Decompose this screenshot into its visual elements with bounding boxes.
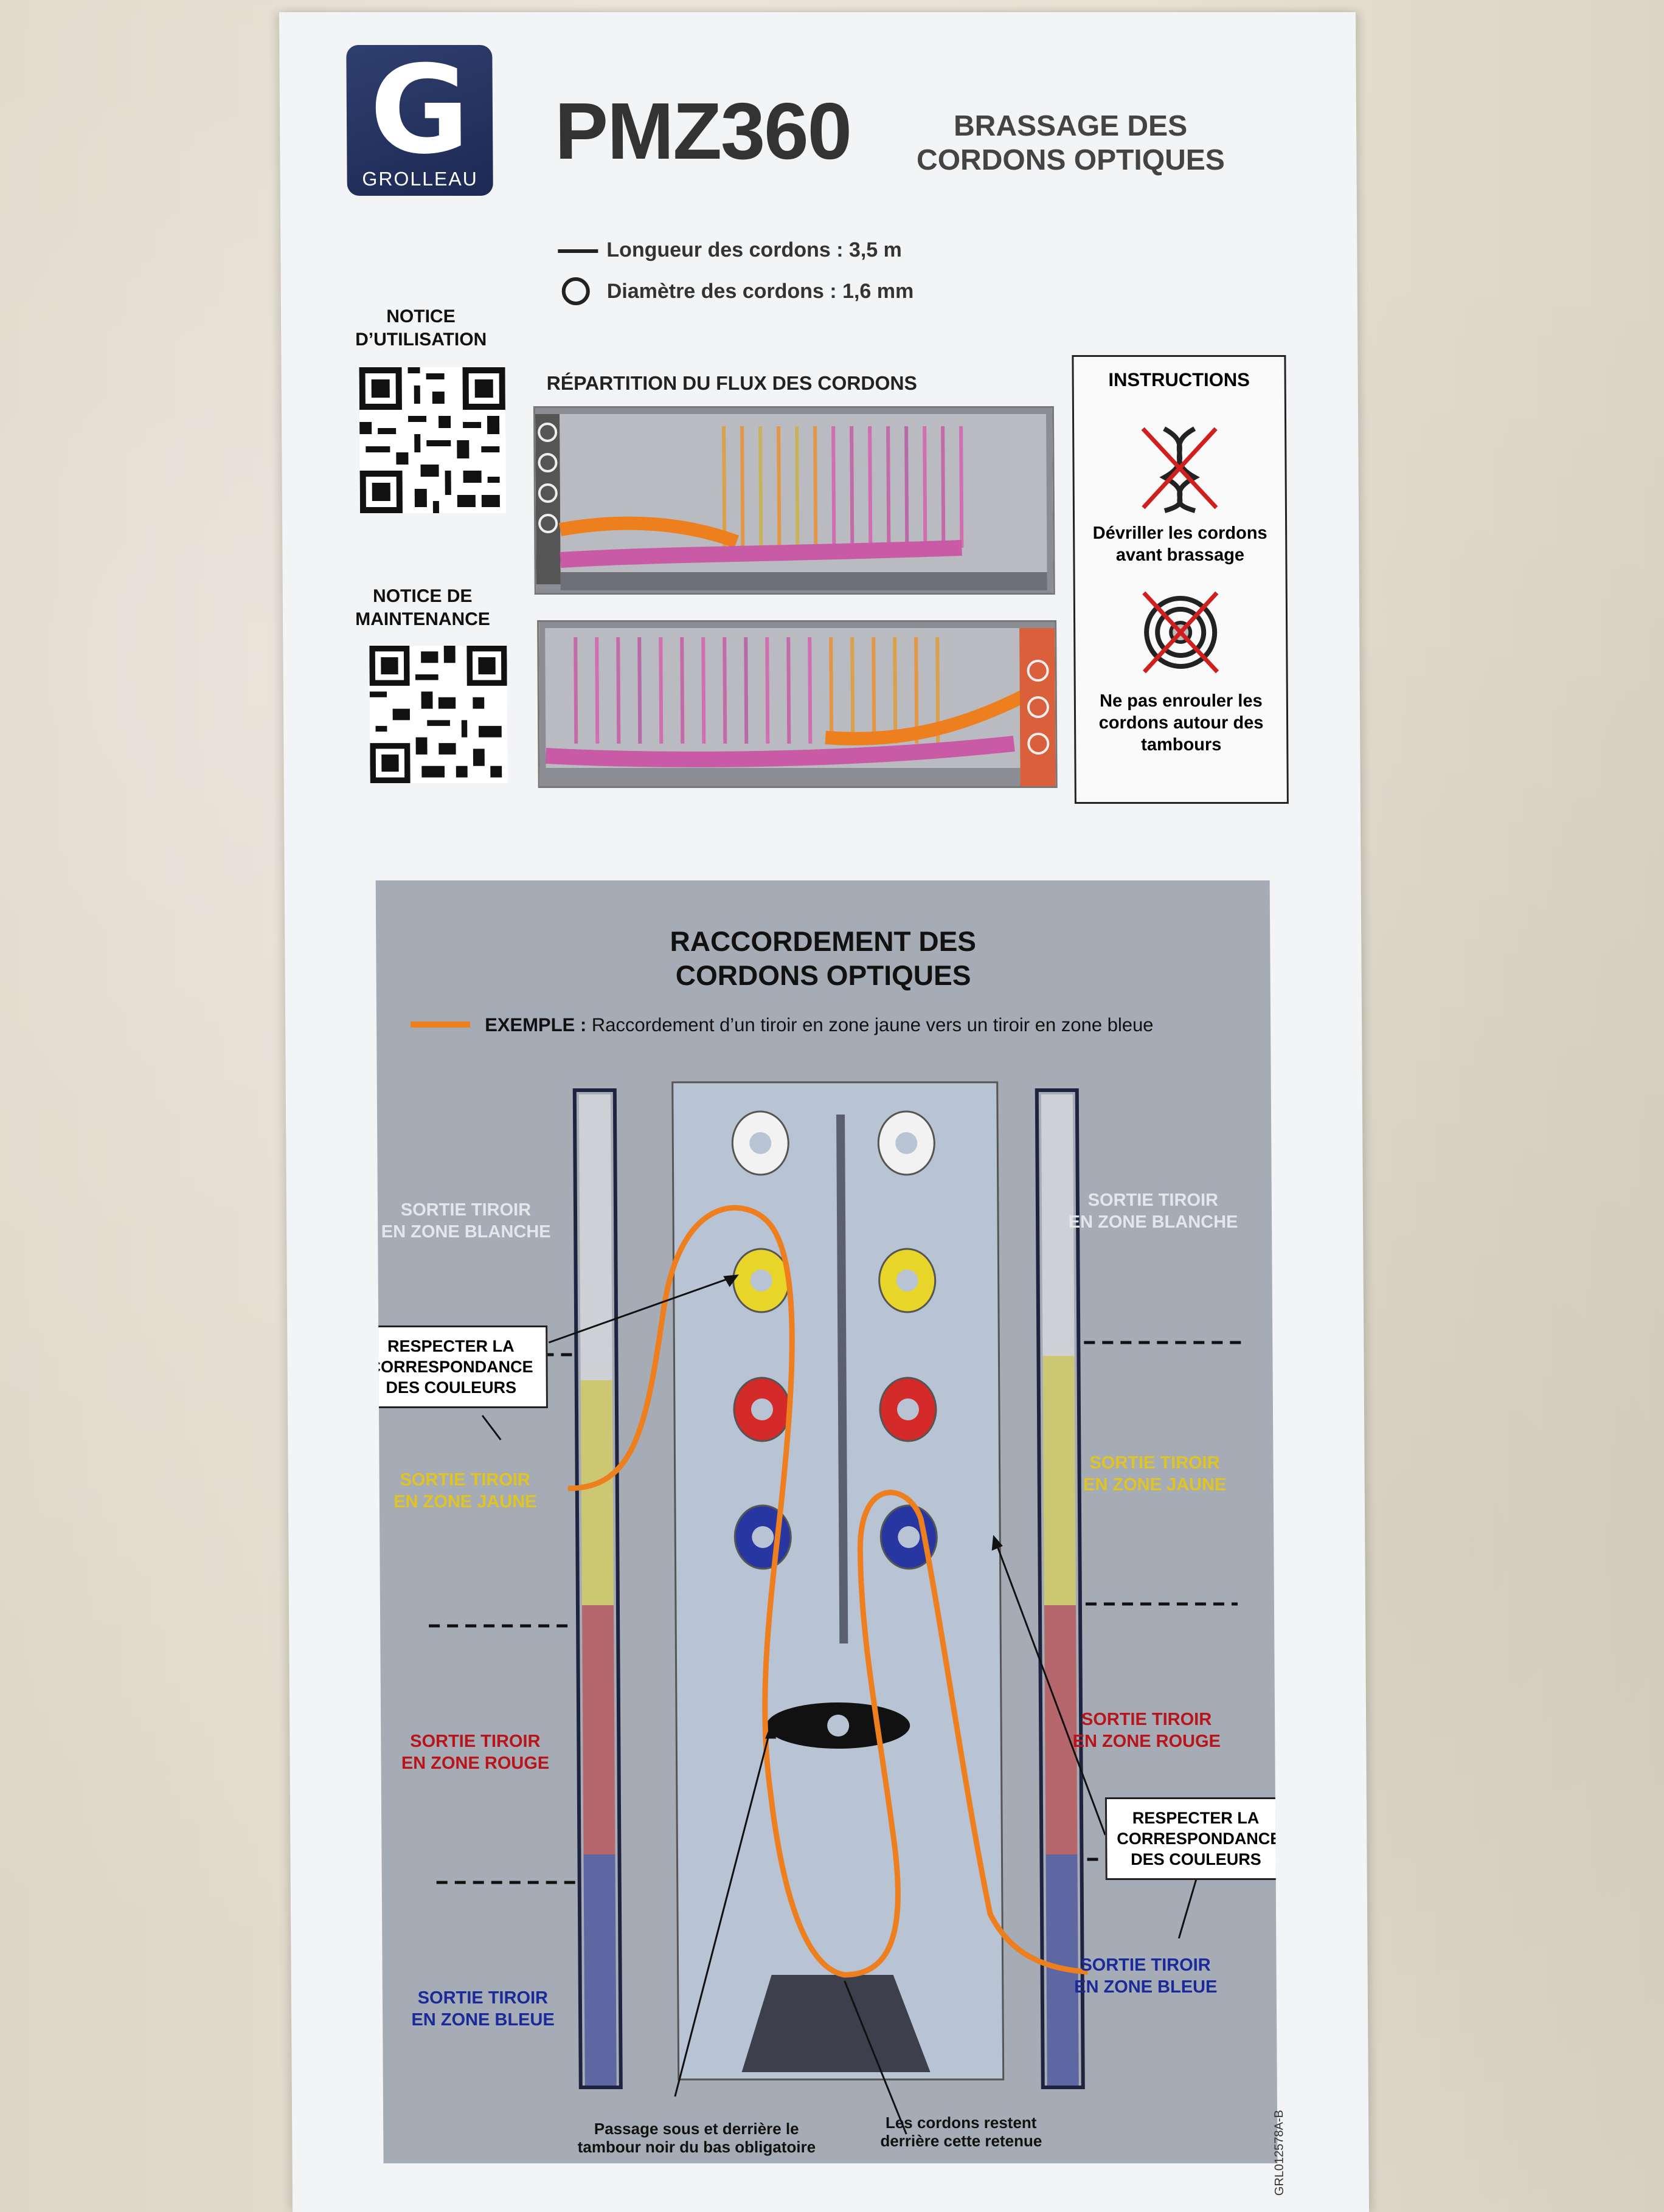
poster-title: BRASSAGE DES CORDONS OPTIQUES (888, 109, 1253, 178)
zone-white-left-line-1: SORTIE TIROIR (400, 1200, 532, 1220)
circle-diameter-icon (561, 277, 590, 305)
no-twist-icon (1137, 423, 1222, 517)
zone-yellow-left-line-1: SORTIE TIROIR (400, 1470, 530, 1490)
zone-red-left: SORTIE TIROIR EN ZONE ROUGE (381, 1730, 569, 1774)
zone-yellow-left: SORTIE TIROIR EN ZONE JAUNE (376, 1469, 560, 1513)
reference-code: GRL012578A-B (1272, 2110, 1286, 2196)
zone-blue-left: SORTIE TIROIR EN ZONE BLEUE (389, 1987, 577, 2031)
flow-photo-top (533, 406, 1055, 595)
callout-left-line-1: RESPECTER LA (387, 1337, 515, 1355)
zone-yellow-right: SORTIE TIROIR EN ZONE JAUNE (1060, 1452, 1249, 1496)
notice-maint-line-2: MAINTENANCE (355, 609, 490, 629)
note-drum-line-2: tambour noir du bas obligatoire (577, 2138, 816, 2156)
zone-red-right-line-1: SORTIE TIROIR (1081, 1710, 1212, 1729)
zone-blue-right-line-2: EN ZONE BLEUE (1074, 1977, 1218, 1997)
logo-letter: G (369, 40, 470, 181)
instruction-2: Ne pas enrouler les cordons autour des t… (1076, 690, 1287, 756)
zone-red-right-line-2: EN ZONE ROUGE (1072, 1732, 1221, 1751)
zone-white-right-line-1: SORTIE TIROIR (1087, 1191, 1219, 1210)
spec-diameter: Diamètre des cordons : 1,6 mm (606, 280, 914, 303)
notice-use-label: NOTICE D’UTILISATION (342, 305, 500, 351)
connection-diagram: RACCORDEMENT DES CORDONS OPTIQUES EXEMPL… (375, 880, 1278, 2163)
callout-colour-match-left: RESPECTER LA CORRESPONDANCE DES COULEURS (375, 1325, 548, 1408)
note-retention-line-2: derrière cette retenue (880, 2132, 1042, 2150)
flow-photo-bottom-drawing (539, 622, 1056, 786)
notice-use-line-2: D’UTILISATION (355, 330, 487, 350)
callout-right-line-1: RESPECTER LA (1132, 1809, 1260, 1827)
zone-blue-right-line-1: SORTIE TIROIR (1080, 1955, 1211, 1975)
zone-blue-right: SORTIE TIROIR EN ZONE BLEUE (1051, 1954, 1239, 1998)
instruction-2-line-3: tambours (1141, 735, 1222, 755)
note-drum-passage: Passage sous et derrière le tambour noir… (560, 2120, 833, 2156)
zone-yellow-right-line-1: SORTIE TIROIR (1089, 1453, 1220, 1473)
callout-right-line-3: DES COULEURS (1131, 1850, 1261, 1868)
zone-blue-left-line-1: SORTIE TIROIR (417, 1988, 549, 2008)
zone-red-right: SORTIE TIROIR EN ZONE ROUGE (1052, 1709, 1241, 1752)
no-coil-icon (1138, 587, 1224, 681)
callout-colour-match-right: RESPECTER LA CORRESPONDANCE DES COULEURS (1104, 1797, 1278, 1880)
notice-use-line-1: NOTICE (386, 306, 456, 327)
qr-pattern (359, 367, 506, 513)
line-length-icon (558, 238, 598, 253)
zone-white-left: SORTIE TIROIR EN ZONE BLANCHE (376, 1199, 561, 1243)
zone-yellow-right-line-2: EN ZONE JAUNE (1083, 1475, 1227, 1495)
note-retention: Les cordons restent derrière cette reten… (858, 2113, 1064, 2150)
instruction-1-line-2: avant brassage (1115, 545, 1245, 565)
qr-code-usage[interactable] (359, 367, 506, 513)
instruction-1-line-1: Dévriller les cordons (1092, 524, 1267, 543)
instruction-2-line-2: cordons autour des (1098, 713, 1264, 733)
poster-title-line-1: BRASSAGE DES (953, 110, 1188, 142)
instruction-poster: G GROLLEAU PMZ360 BRASSAGE DES CORDONS O… (279, 12, 1370, 2212)
notice-maint-line-1: NOTICE DE (373, 586, 473, 606)
instructions-box: INSTRUCTIONS Dévriller les cordons avant… (1072, 355, 1289, 804)
callout-left-line-3: DES COULEURS (386, 1378, 517, 1397)
spec-length: Longueur des cordons : 3,5 m (606, 238, 902, 261)
qr-pattern-2 (369, 646, 508, 783)
notice-maint-label: NOTICE DE MAINTENANCE (344, 585, 502, 631)
poster-title-line-2: CORDONS OPTIQUES (916, 144, 1225, 176)
instruction-1: Dévriller les cordons avant brassage (1075, 522, 1285, 566)
instruction-2-line-1: Ne pas enrouler les (1099, 691, 1263, 711)
zone-blue-left-line-2: EN ZONE BLEUE (411, 2010, 555, 2030)
callout-left-line-2: CORRESPONDANCE (375, 1358, 533, 1376)
zone-white-left-line-2: EN ZONE BLANCHE (381, 1222, 551, 1242)
zone-white-right-line-2: EN ZONE BLANCHE (1068, 1212, 1238, 1232)
instructions-heading: INSTRUCTIONS (1108, 369, 1250, 390)
flow-heading: RÉPARTITION DU FLUX DES CORDONS (546, 372, 917, 394)
qr-code-maintenance[interactable] (369, 646, 508, 783)
zone-red-left-line-1: SORTIE TIROIR (410, 1732, 541, 1751)
model-title: PMZ360 (554, 86, 851, 176)
zone-red-left-line-2: EN ZONE ROUGE (401, 1754, 550, 1773)
flow-photo-top-drawing (535, 408, 1053, 593)
note-retention-line-1: Les cordons restent (885, 2113, 1037, 2132)
flow-photo-bottom (537, 620, 1058, 788)
zone-white-right: SORTIE TIROIR EN ZONE BLANCHE (1059, 1189, 1247, 1233)
grolleau-logo: G GROLLEAU (346, 40, 493, 196)
callout-right-line-2: CORRESPONDANCE (1117, 1830, 1278, 1848)
note-drum-line-1: Passage sous et derrière le (594, 2120, 799, 2138)
zone-yellow-left-line-2: EN ZONE JAUNE (393, 1492, 537, 1512)
logo-name: GROLLEAU (362, 168, 478, 190)
